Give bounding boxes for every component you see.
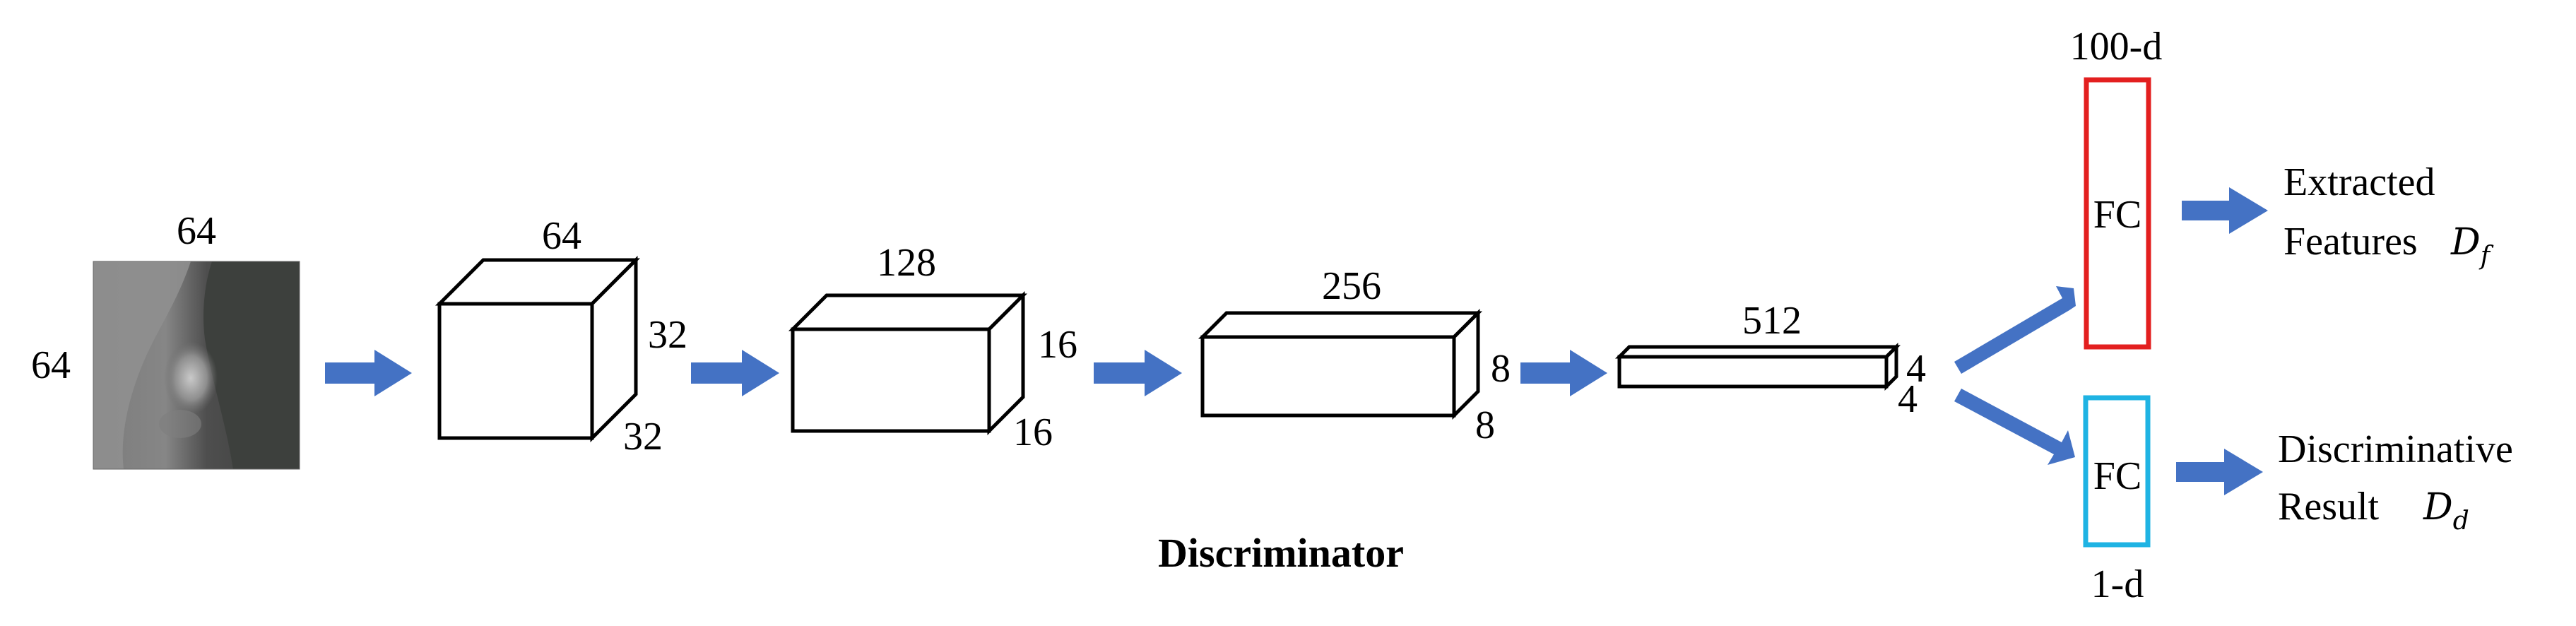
input-width-label: 64: [177, 209, 216, 253]
discriminative-symbol: Dd: [2423, 486, 2469, 536]
arrow-icon: [325, 350, 412, 396]
layer-4-channels-label: 512: [1742, 299, 1802, 343]
layer-1-size-b-label: 32: [623, 415, 663, 459]
arrow-to-features-icon: [1954, 286, 2076, 374]
features-symbol-main: D: [2450, 221, 2481, 264]
discriminative-symbol-main: D: [2423, 486, 2453, 528]
features-output-line1: Extracted: [2283, 160, 2435, 204]
discriminative-symbol-sub: d: [2453, 507, 2469, 536]
features-fc-box: [2084, 77, 2151, 350]
conv-block-2: [788, 290, 1028, 436]
features-output-line2: Features: [2283, 220, 2418, 264]
features-dim-label: 100-d: [2070, 25, 2163, 69]
arrow-icon: [1520, 350, 1607, 396]
layer-3-size-b-label: 8: [1475, 403, 1495, 447]
features-symbol-sub: f: [2478, 242, 2494, 271]
layer-3-channels-label: 256: [1322, 264, 1381, 308]
layer-4-size-a-label: 4: [1906, 347, 1926, 391]
layer-3-size-a-label: 8: [1491, 347, 1511, 391]
layer-1-channels-label: 64: [542, 214, 581, 258]
discriminative-dim-label: 1-d: [2091, 562, 2144, 606]
layer-2-size-a-label: 16: [1038, 323, 1077, 367]
conv-block-4: [1614, 342, 1901, 391]
layer-2-channels-label: 128: [877, 241, 936, 285]
discriminative-fc-label: FC: [2093, 454, 2142, 498]
input-height-label: 64: [31, 343, 71, 387]
discriminative-output-line1: Discriminative: [2278, 427, 2513, 471]
arrow-icon: [691, 350, 779, 396]
layer-1-size-a-label: 32: [648, 313, 687, 357]
conv-block-1: [435, 255, 641, 443]
discriminative-output-line2: Result: [2278, 485, 2380, 528]
layer-4-size-b-label: 4: [1898, 377, 1918, 421]
features-output-arrow-icon: [2182, 187, 2268, 234]
features-fc-label: FC: [2093, 193, 2142, 237]
discriminative-fc-box: [2083, 395, 2151, 548]
arrow-icon: [1094, 350, 1182, 396]
layer-2-size-b-label: 16: [1013, 411, 1053, 454]
arrow-to-discriminative-icon: [1954, 389, 2075, 465]
conv-block-3: [1198, 308, 1483, 420]
input-image: [93, 261, 300, 470]
diagram-caption: Discriminator: [1158, 530, 1404, 576]
discriminative-output-arrow-icon: [2176, 449, 2263, 495]
features-symbol: Df: [2450, 221, 2494, 271]
